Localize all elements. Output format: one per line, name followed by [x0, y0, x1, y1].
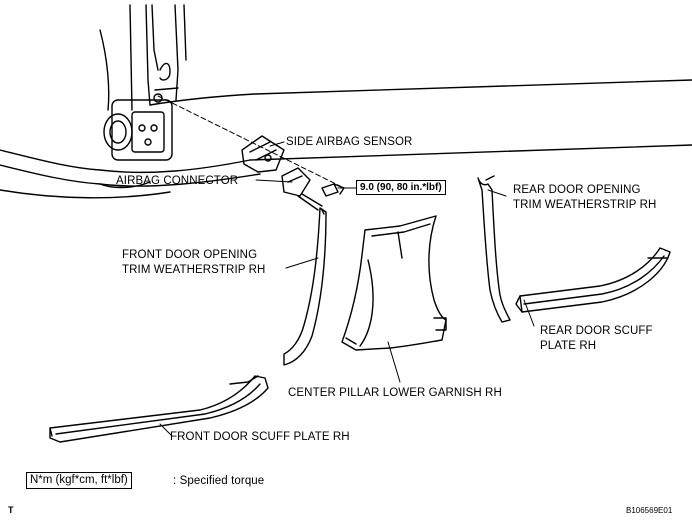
rear-door-weatherstrip-part — [477, 175, 511, 323]
label-rear-door-weatherstrip-line1: REAR DOOR OPENING — [513, 184, 641, 196]
corner-mark: T — [8, 505, 14, 515]
rear-door-scuff-part — [515, 247, 671, 313]
leader-lines — [159, 141, 535, 437]
assembly-dashed-line — [157, 95, 341, 187]
center-pillar-garnish-part — [341, 215, 447, 351]
figure-code: B106569E01 — [626, 506, 673, 515]
label-front-door-weatherstrip-line2: TRIM WEATHERSTRIP RH — [122, 264, 266, 276]
label-center-pillar-garnish: CENTER PILLAR LOWER GARNISH RH — [288, 387, 502, 399]
side-airbag-sensor-part — [241, 135, 285, 173]
label-rear-door-scuff-line1: REAR DOOR SCUFF — [540, 325, 653, 337]
label-rear-door-weatherstrip-line2: TRIM WEATHERSTRIP RH — [513, 199, 657, 211]
body-pillar-structure — [0, 4, 692, 199]
label-side-airbag-sensor: SIDE AIRBAG SENSOR — [286, 136, 413, 148]
bolt-part — [321, 183, 345, 197]
seatbelt-retractor — [103, 93, 173, 161]
legend-description: : Specified torque — [173, 475, 265, 487]
label-rear-door-scuff-line2: PLATE RH — [540, 340, 597, 352]
legend-unit-box: N*m (kgf*cm, ft*lbf) — [26, 472, 132, 489]
front-door-weatherstrip-part — [283, 207, 327, 366]
torque-spec-box: 9.0 (90, 80 in.*lbf) — [356, 180, 446, 195]
label-airbag-connector: AIRBAG CONNECTOR — [116, 175, 239, 187]
airbag-connector-part — [281, 167, 323, 211]
label-front-door-weatherstrip-line1: FRONT DOOR OPENING — [122, 249, 258, 261]
label-front-door-scuff: FRONT DOOR SCUFF PLATE RH — [170, 431, 350, 443]
front-door-scuff-part — [49, 375, 269, 443]
